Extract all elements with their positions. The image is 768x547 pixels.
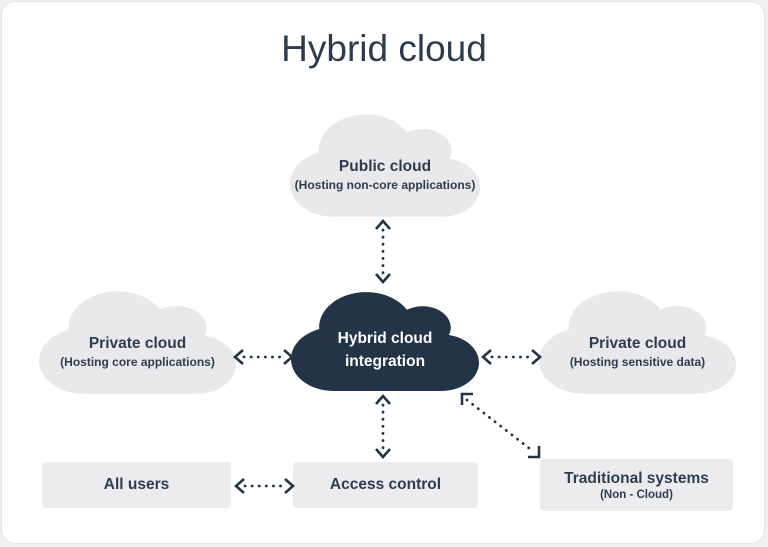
- cloud-icon: [39, 291, 236, 394]
- cloud-icon: [539, 291, 736, 394]
- cloud-icon: [290, 114, 480, 217]
- private-cloud-right-sublabel: (Hosting sensitive data): [569, 355, 706, 370]
- access-control-box: Access control: [293, 462, 478, 508]
- private-cloud-left-label: Private cloud: [88, 334, 187, 352]
- traditional-systems-sublabel: (Non - Cloud): [600, 488, 673, 501]
- all-users-box: All users: [42, 462, 231, 508]
- page-title: Hybrid cloud: [281, 28, 487, 69]
- private-cloud-right-label: Private cloud: [588, 334, 687, 352]
- private-cloud-left-node: Private cloud (Hosting core applications…: [39, 284, 236, 401]
- access-control-label: Access control: [329, 476, 442, 494]
- traditional-systems-label: Traditional systems: [564, 470, 709, 488]
- private-cloud-left-sublabel: (Hosting core applications): [60, 355, 215, 370]
- traditional-systems-box: Traditional systems (Non - Cloud): [540, 459, 733, 511]
- public-cloud-sublabel: (Hosting non-core applications): [294, 178, 476, 193]
- hybrid-integration-node: Hybrid cloud integration: [291, 285, 479, 398]
- private-cloud-right-node: Private cloud (Hosting sensitive data): [539, 284, 736, 401]
- cloud-icon: [291, 292, 479, 391]
- all-users-label: All users: [103, 476, 170, 494]
- public-cloud-label: Public cloud: [338, 157, 432, 175]
- hybrid-integration-label: Hybrid cloud integration: [337, 330, 433, 370]
- public-cloud-node: Public cloud (Hosting non-core applicati…: [290, 107, 480, 224]
